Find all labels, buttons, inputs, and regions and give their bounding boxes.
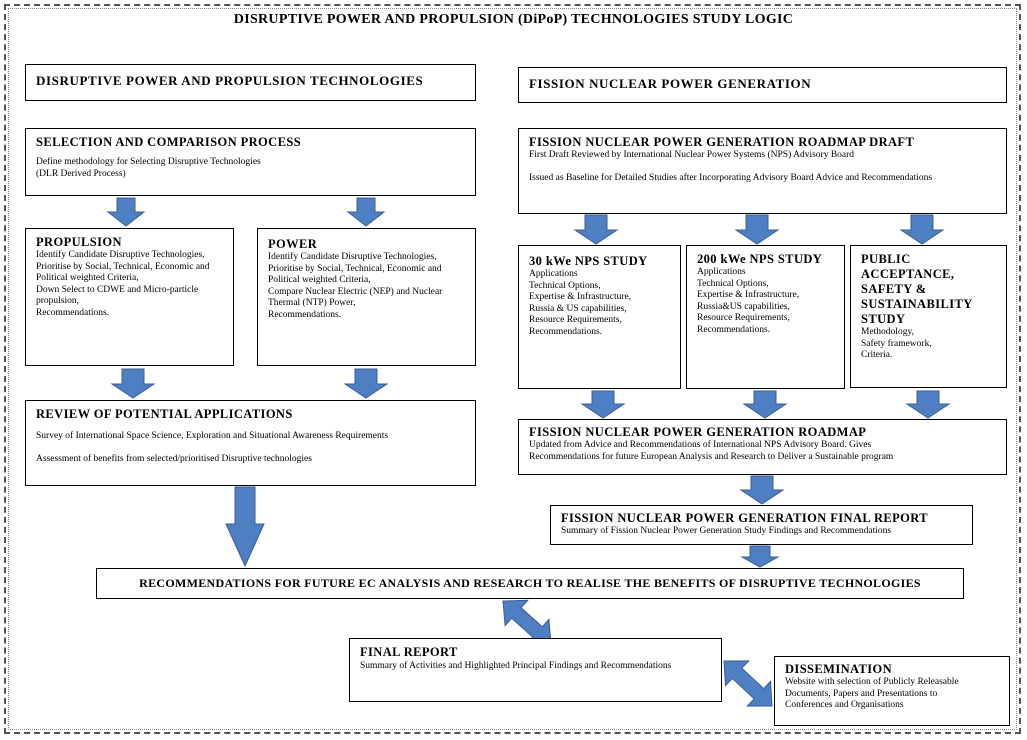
arrow-down-selection-to-propulsion: [106, 197, 146, 227]
box-disruptive-technologies: DISRUPTIVE POWER AND PROPULSION TECHNOLO…: [25, 64, 476, 101]
box-roadmap-draft: FISSION NUCLEAR POWER GENERATION ROADMAP…: [518, 128, 1007, 214]
public-line-3: Criteria.: [861, 350, 893, 360]
arrow-down-draft-to-public: [899, 214, 945, 245]
box-public-acceptance: PUBLIC ACCEPTANCE, SAFETY & SUSTAINABILI…: [850, 245, 1007, 388]
title-200kwe-study: 200 kWe NPS STUDY: [697, 252, 823, 266]
title-roadmap-draft: FISSION NUCLEAR POWER GENERATION ROADMAP…: [529, 135, 915, 149]
final-report-line-1: Summary of Activities and Highlighted Pr…: [360, 661, 672, 671]
study30-line-5: Resource Requirements,: [529, 315, 622, 325]
power-line-1: Identify Candidate Disruptive Technologi…: [268, 252, 437, 262]
selection-line-1: Define methodology for Selecting Disrupt…: [36, 157, 261, 167]
title-review-applications: REVIEW OF POTENTIAL APPLICATIONS: [36, 407, 293, 421]
arrow-down-draft-to-30kwe: [573, 214, 619, 245]
review-line-2: Assessment of benefits from selected/pri…: [36, 453, 312, 464]
title-public-line-2: ACCEPTANCE,: [861, 267, 955, 281]
power-line-4: Recommendations.: [268, 309, 342, 320]
study200-line-5: Resource Requirements,: [697, 313, 790, 323]
box-review-applications: REVIEW OF POTENTIAL APPLICATIONS Survey …: [25, 400, 476, 486]
study200-line-6: Recommendations.: [697, 324, 771, 335]
dissemination-line-2: Documents, Papers and Presentations to: [785, 688, 938, 699]
box-fission-header: FISSION NUCLEAR POWER GENERATION: [518, 67, 1007, 103]
draft-line-2: Issued as Baseline for Detailed Studies …: [529, 172, 933, 183]
roadmap-line-2: Recommendations for future European Anal…: [529, 451, 894, 462]
title-public-line-3: SAFETY &: [861, 282, 927, 296]
roadmap-line-1: Updated from Advice and Recommendations …: [529, 440, 872, 450]
title-final-report: FINAL REPORT: [360, 645, 458, 659]
study200-line-3: Expertise & Infrastructure,: [697, 290, 800, 300]
title-fission-roadmap: FISSION NUCLEAR POWER GENERATION ROADMAP: [529, 425, 867, 439]
dissemination-line-3: Conferences and Organisations: [785, 700, 904, 710]
arrow-down-propulsion-to-review: [110, 368, 156, 399]
study30-line-6: Recommendations.: [529, 326, 603, 337]
title-recommendations: RECOMMENDATIONS FOR FUTURE EC ANALYSIS A…: [139, 576, 921, 590]
box-200kwe-study: 200 kWe NPS STUDY Applications Technical…: [686, 245, 845, 389]
study30-line-3: Expertise & Infrastructure,: [529, 292, 632, 302]
arrow-down-selection-to-power: [346, 197, 386, 227]
inner-dotted-frame: [8, 8, 1017, 730]
arrow-down-200kwe-to-roadmap: [742, 390, 788, 419]
propulsion-line-3: Down Select to CDWE and Micro-particle p…: [36, 284, 199, 307]
box-selection-process: SELECTION AND COMPARISON PROCESS Define …: [25, 128, 476, 196]
box-dissemination: DISSEMINATION Website with selection of …: [774, 656, 1010, 726]
power-line-2: Prioritise by Social, Technical, Economi…: [268, 263, 442, 286]
outer-dashed-frame: [4, 4, 1021, 734]
title-30kwe-study: 30 kWe NPS STUDY: [529, 254, 648, 268]
arrow-down-draft-to-200kwe: [734, 214, 780, 245]
propulsion-line-2: Prioritise by Social, Technical, Economi…: [36, 261, 210, 284]
study30-line-2: Technical Options,: [529, 280, 601, 291]
box-fission-roadmap: FISSION NUCLEAR POWER GENERATION ROADMAP…: [518, 419, 1007, 475]
arrow-down-public-to-roadmap: [905, 390, 951, 419]
arrow-down-review-to-recommendations: [225, 486, 265, 568]
arrow-down-roadmap-to-final: [739, 475, 785, 505]
box-fission-final-report: FISSION NUCLEAR POWER GENERATION FINAL R…: [550, 505, 973, 545]
propulsion-line-1: Identify Candidate Disruptive Technologi…: [36, 250, 205, 260]
public-line-2: Safety framework,: [861, 338, 932, 349]
arrow-down-30kwe-to-roadmap: [580, 390, 626, 419]
draft-line-1: First Draft Reviewed by International Nu…: [529, 150, 855, 160]
title-power: POWER: [268, 237, 318, 251]
selection-line-2: (DLR Derived Process): [36, 168, 126, 179]
title-dissemination: DISSEMINATION: [785, 662, 893, 676]
study200-line-2: Technical Options,: [697, 278, 769, 289]
study30-line-1: Applications: [529, 269, 578, 279]
box-propulsion: PROPULSION Identify Candidate Disruptive…: [25, 228, 234, 366]
arrow-down-final-to-recommendations: [740, 545, 780, 568]
study30-line-4: Russia & US capabilities,: [529, 303, 627, 314]
diagram-title: DISRUPTIVE POWER AND PROPULSION (DiPoP) …: [233, 12, 794, 27]
title-fission-final-report: FISSION NUCLEAR POWER GENERATION FINAL R…: [561, 511, 929, 525]
title-public-line-5: STUDY: [861, 312, 906, 326]
propulsion-line-4: Recommendations.: [36, 307, 110, 318]
public-line-1: Methodology,: [861, 327, 914, 337]
arrow-double-final-report-dissemination: [723, 660, 773, 707]
box-recommendations: RECOMMENDATIONS FOR FUTURE EC ANALYSIS A…: [96, 568, 964, 599]
dissemination-line-1: Website with selection of Publicly Relea…: [785, 677, 959, 687]
title-public-line-4: SUSTAINABILITY: [861, 297, 973, 311]
arrow-down-power-to-review: [343, 368, 389, 399]
box-30kwe-study: 30 kWe NPS STUDY Applications Technical …: [518, 245, 681, 389]
study200-line-1: Applications: [697, 267, 746, 277]
title-public-line-1: PUBLIC: [861, 252, 911, 266]
header-disruptive-technologies: DISRUPTIVE POWER AND PROPULSION TECHNOLO…: [36, 73, 424, 88]
fission-final-line-1: Summary of Fission Nuclear Power Generat…: [561, 526, 892, 536]
box-power: POWER Identify Candidate Disruptive Tech…: [257, 228, 476, 366]
title-propulsion: PROPULSION: [36, 235, 122, 249]
study200-line-4: Russia&US capabilities,: [697, 301, 790, 312]
review-line-1: Survey of International Space Science, E…: [36, 431, 389, 441]
box-final-report: FINAL REPORT Summary of Activities and H…: [349, 638, 722, 702]
title-selection-process: SELECTION AND COMPARISON PROCESS: [36, 135, 302, 149]
power-line-3: Compare Nuclear Electric (NEP) and Nucle…: [268, 286, 443, 309]
header-fission: FISSION NUCLEAR POWER GENERATION: [529, 76, 812, 91]
